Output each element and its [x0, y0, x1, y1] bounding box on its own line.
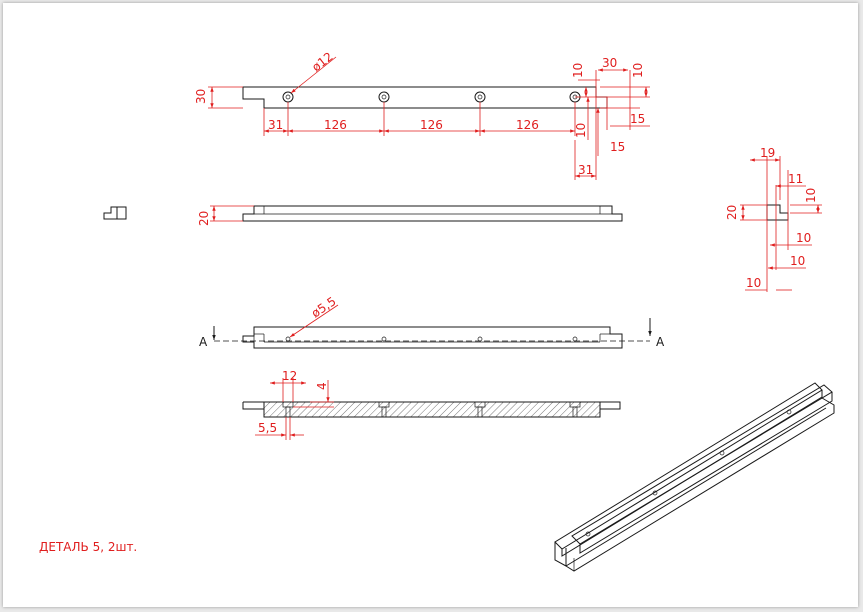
dim-30-top: 30: [602, 56, 617, 70]
side-dim-10-d: 10: [746, 276, 761, 290]
hole: [474, 91, 486, 103]
hole: [378, 91, 390, 103]
side-dim-10-b: 10: [796, 231, 811, 245]
counterbore-dia-12: 12: [282, 369, 297, 383]
dim-15-b: 15: [610, 140, 625, 154]
dim-126-c: 126: [516, 118, 539, 132]
side-dim-19: 19: [760, 146, 775, 160]
counterbore: [569, 401, 581, 418]
dim-15-a: 15: [630, 112, 645, 126]
section-label-right: A: [656, 335, 665, 349]
hole: [282, 91, 294, 103]
counterbore: [378, 401, 390, 418]
side-dim-10-a: 10: [804, 188, 818, 203]
dim-31-left: 31: [268, 118, 283, 132]
dim-10-mid: 10: [574, 123, 588, 138]
height-30-label: 30: [194, 89, 208, 104]
side-dim-10-c: 10: [790, 254, 805, 268]
small-hole-diameter-label: ø5,5: [309, 294, 339, 320]
counterbore-depth-4: 4: [315, 382, 329, 390]
drawing-sheet: ø12 30 31 126 126 126 10 30 10: [3, 3, 858, 607]
front-view: 20: [197, 205, 623, 226]
part-caption: ДЕТАЛЬ 5, 2шт.: [39, 540, 138, 554]
front-height-20: 20: [197, 211, 211, 226]
dim-10-top-b: 10: [631, 63, 645, 78]
dim-126-a: 126: [324, 118, 347, 132]
hole-dia-5-5: 5,5: [258, 421, 277, 435]
dim-31-right: 31: [578, 163, 593, 177]
section-aa: 12 4 5,5: [242, 369, 621, 440]
side-dim-20: 20: [725, 205, 739, 220]
dim-126-b: 126: [420, 118, 443, 132]
section-label-left: A: [199, 335, 208, 349]
top-view: ø12 30 31 126 126 126 10 30 10: [194, 49, 650, 180]
view-symbol-icon: [103, 206, 127, 220]
counterbore: [282, 401, 294, 418]
side-dim-11: 11: [788, 172, 803, 186]
isometric-view: [554, 382, 835, 572]
counterbore: [474, 401, 486, 418]
technical-drawing: ø12 30 31 126 126 126 10 30 10: [103, 49, 835, 572]
hole-diameter-label: ø12: [309, 49, 335, 74]
dim-10-top-a: 10: [571, 63, 585, 78]
section-plan-view: A A ø5,5: [199, 294, 665, 349]
side-profile: 19 11 10 20 10 10 10: [725, 146, 822, 292]
